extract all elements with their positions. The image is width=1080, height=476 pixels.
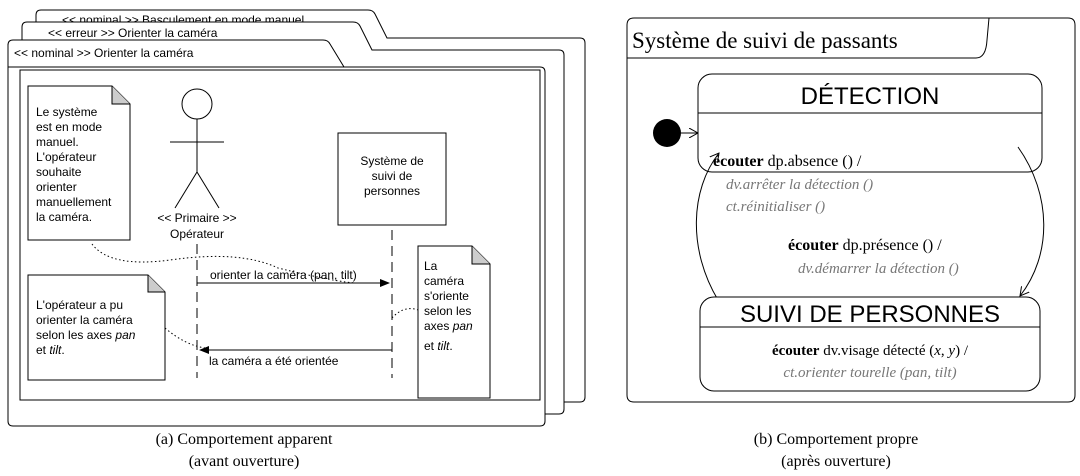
system-line-1: Système de [360,154,424,168]
note-right-line-4: selon les [424,304,471,318]
transition-absence-action-2: ct.réinitialiser () [726,199,825,215]
note-right-line-5: axes pan [424,319,473,333]
note-right-line-3: s'oriente [424,289,469,303]
state-suivi: SUIVI DE PERSONNES [699,296,1041,392]
caption-a-line-2: (avant ouverture) [189,453,300,470]
transition-absence [695,153,719,301]
statemachine-title: Système de suivi de passants [632,28,898,53]
note-top-line-8: la caméra. [36,210,92,224]
actor-name: Opérateur [170,227,224,241]
note-top-line-1: Le système [36,105,98,119]
note-bottom-line-1: L'opérateur a pu [36,298,123,312]
caption-a-line-1: (a) Comportement apparent [156,431,333,448]
transition-absence-trigger: écouter dp.absence () / [713,153,862,170]
message-1-label: orienter la caméra (pan, tilt) [210,268,357,282]
actor-operateur [170,88,224,209]
system-line-2: suivi de [372,169,413,183]
caption-b-line-2: (après ouverture) [781,453,891,470]
frame-title-nominal: << nominal >> Orienter la caméra [14,46,194,60]
system-line-3: personnes [364,184,420,198]
note-top-line-3: manuel. [36,135,79,149]
system-box: Système de suivi de personnes [337,132,447,226]
note-right-line-1: La [424,259,438,273]
note-bottom: L'opérateur a pu orienter la caméra selo… [27,274,166,381]
state-suivi-internal-action: ct.orienter tourelle (pan, tilt) [783,365,956,381]
note-bottom-line-2: orienter la caméra [36,313,133,327]
note-right-line-2: caméra [424,274,464,288]
note-bottom-line-4: et tilt. [36,343,65,357]
note-top-line-4: L'opérateur [36,150,96,164]
note-top-line-6: orienter [36,180,77,194]
note-right: La caméra s'oriente selon les axes pan e… [417,245,491,399]
state-suivi-name: SUIVI DE PERSONNES [740,301,1000,328]
connector-note-bottom [164,327,206,349]
actor-stereotype: << Primaire >> [157,211,236,225]
connector-note-top [91,243,359,284]
note-top-line-2: est en mode [36,120,102,134]
note-bottom-line-3: selon les axes pan [36,328,136,342]
frame-title-erreur: << erreur >> Orienter la caméra [48,26,218,40]
caption-b-line-1: (b) Comportement propre [754,431,918,448]
transition-presence [1017,146,1045,296]
note-top: Le système est en mode manuel. L'opérate… [27,85,131,241]
note-right-line-6: et tilt. [424,339,453,353]
state-detection-name: DÉTECTION [801,83,940,110]
note-top-line-5: souhaite [36,165,82,179]
message-2-label: la caméra a été orientée [209,354,339,368]
note-top-line-7: manuellement [36,195,112,209]
state-suivi-internal-trigger: écouter dv.visage détecté (x, y) / [772,343,969,359]
transition-presence-trigger: écouter dp.présence () / [788,237,942,254]
state-detection: DÉTECTION [697,73,1043,173]
transition-absence-action-1: dv.arrêter la détection () [726,177,873,193]
initial-state [653,119,681,147]
transition-presence-action-1: dv.démarrer la détection () [798,261,959,277]
